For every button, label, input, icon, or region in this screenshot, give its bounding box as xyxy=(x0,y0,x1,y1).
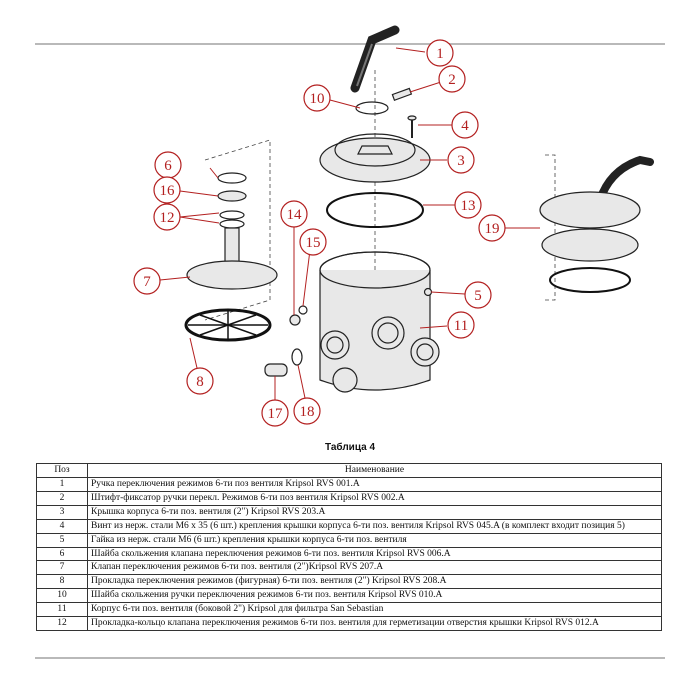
callout-6: 6 xyxy=(154,151,182,179)
callout-5: 5 xyxy=(464,281,492,309)
row-pos: 11 xyxy=(36,602,88,618)
table-header-row: Поз Наименование xyxy=(36,463,662,478)
row-name: Прокладка переключения режимов (фигурная… xyxy=(87,574,662,590)
drain-oring-part xyxy=(291,348,303,366)
callout-4: 4 xyxy=(451,111,479,139)
row-name: Штифт-фиксатор ручки перекл. Режимов 6-т… xyxy=(87,490,662,506)
svg-text:19: 19 xyxy=(485,221,500,237)
svg-text:17: 17 xyxy=(268,406,284,422)
assembled-valve-view xyxy=(539,155,654,293)
svg-text:8: 8 xyxy=(196,374,204,390)
cover-oring-part xyxy=(326,192,424,228)
row-name: Крышка корпуса 6-ти поз. вентиля (2") Kr… xyxy=(87,504,662,520)
svg-text:12: 12 xyxy=(160,210,175,226)
row-name: Гайка из нерж. стали М6 (6 шт.) креплени… xyxy=(87,532,662,548)
callout-13: 13 xyxy=(454,191,482,219)
slide-washer-part xyxy=(217,172,247,184)
callout-1: 1 xyxy=(426,39,454,67)
header-pos: Поз xyxy=(36,463,88,478)
svg-text:7: 7 xyxy=(143,274,151,290)
row-pos: 4 xyxy=(36,518,88,534)
svg-text:14: 14 xyxy=(287,207,303,223)
ring-part-16 xyxy=(217,190,247,202)
pin-part xyxy=(391,87,413,101)
callout-7: 7 xyxy=(133,267,161,295)
valve-body-part xyxy=(319,251,440,393)
svg-text:11: 11 xyxy=(454,318,468,334)
svg-text:5: 5 xyxy=(474,288,482,304)
row-pos: 1 xyxy=(36,476,88,492)
bottom-divider xyxy=(35,657,665,659)
svg-text:4: 4 xyxy=(461,118,469,134)
screw-part xyxy=(407,115,417,138)
row-pos: 12 xyxy=(36,616,88,632)
row-name: Клапан переключения режимов 6-ти поз. ве… xyxy=(87,560,662,576)
row-name: Ручка переключения режимов 6-ти поз вент… xyxy=(87,476,662,492)
table-title: Таблица 4 xyxy=(324,442,376,453)
row-pos: 10 xyxy=(36,588,88,604)
svg-text:13: 13 xyxy=(461,198,476,214)
header-name: Наименование xyxy=(87,463,662,478)
svg-text:15: 15 xyxy=(306,235,321,251)
gasket-part xyxy=(184,308,272,342)
drain-plug-part xyxy=(264,363,288,377)
callout-18: 18 xyxy=(293,397,321,425)
callout-8: 8 xyxy=(186,367,214,395)
top-divider xyxy=(35,43,665,45)
row-pos: 7 xyxy=(36,560,88,576)
oring-part-12b xyxy=(219,219,245,229)
row-name: Шайба скольжения ручки переключения режи… xyxy=(87,588,662,604)
row-name: Корпус 6-ти поз. вентиля (боковой 2") Kr… xyxy=(87,602,662,618)
svg-text:3: 3 xyxy=(457,153,465,169)
row-name: Шайба скольжения клапана переключения ре… xyxy=(87,546,662,562)
row-pos: 5 xyxy=(36,532,88,548)
svg-text:2: 2 xyxy=(448,72,456,88)
callout-3: 3 xyxy=(447,146,475,174)
callout-17: 17 xyxy=(261,399,289,427)
callout-14: 14 xyxy=(280,200,308,228)
row-name: Прокладка-кольцо клапана переключения ре… xyxy=(87,616,662,632)
exploded-valve-diagram: 1 2 3 4 5 6 7 8 10 11 12 13 14 15 16 17 … xyxy=(133,25,654,427)
row-pos: 6 xyxy=(36,546,88,562)
nut-part xyxy=(423,287,433,297)
cover-part xyxy=(319,133,431,183)
svg-text:1: 1 xyxy=(436,46,444,62)
callout-19: 19 xyxy=(478,214,506,242)
row-pos: 3 xyxy=(36,504,88,520)
plug-part-15 xyxy=(298,305,308,315)
row-name: Винт из нерж. стали М6 x 35 (6 шт.) креп… xyxy=(87,518,662,534)
callout-16: 16 xyxy=(153,176,181,204)
plug-part-14 xyxy=(289,314,301,326)
callout-12: 12 xyxy=(153,203,181,231)
handle-washer-part xyxy=(355,101,389,115)
row-pos: 8 xyxy=(36,574,88,590)
callout-2: 2 xyxy=(438,65,466,93)
svg-text:10: 10 xyxy=(310,91,325,107)
callout-10: 10 xyxy=(303,84,331,112)
svg-text:16: 16 xyxy=(160,183,176,199)
handle-part xyxy=(350,25,400,93)
svg-text:18: 18 xyxy=(300,404,315,420)
callout-11: 11 xyxy=(447,311,475,339)
callout-15: 15 xyxy=(299,228,327,256)
oring-part-12a xyxy=(219,210,245,220)
svg-text:6: 6 xyxy=(164,158,172,174)
row-pos: 2 xyxy=(36,490,88,506)
rotor-part xyxy=(186,227,278,290)
